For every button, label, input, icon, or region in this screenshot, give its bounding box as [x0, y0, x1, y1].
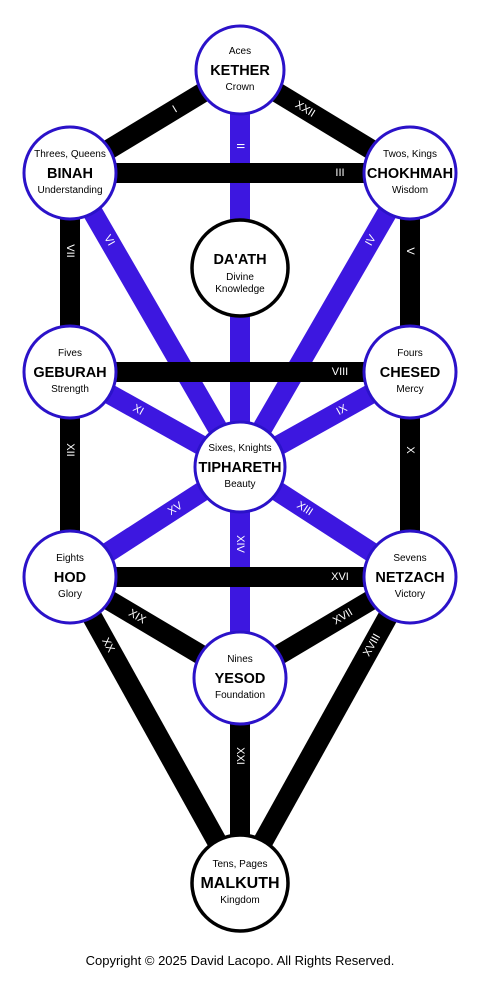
sephirah-meaning: Wisdom — [392, 185, 428, 196]
sephirah-meaning: Glory — [58, 589, 82, 600]
sephirah-circle — [190, 833, 290, 933]
sephirah-circle — [362, 324, 458, 420]
path-label: XI — [131, 402, 146, 418]
path-bar — [61, 572, 249, 888]
sephirah-correspondence: Nines — [227, 654, 253, 665]
path-label: XIV — [234, 535, 246, 553]
sephirah-meaning: Strength — [51, 384, 89, 395]
sephirah-circle — [194, 24, 286, 116]
path-label: VI — [101, 233, 117, 248]
path-vi: VI — [61, 167, 249, 473]
path-label: X — [404, 446, 416, 454]
sephirah-circle — [190, 218, 290, 318]
sephirah-name: CHOKHMAH — [367, 166, 453, 182]
path-label: I — [171, 103, 180, 115]
path-bar — [61, 167, 249, 473]
sephirah-circle — [362, 529, 458, 625]
path-viii: VIII — [70, 362, 410, 382]
sephirah-meaning: Beauty — [224, 479, 255, 490]
path-xx: XX — [61, 572, 249, 888]
sephirah-circle — [22, 529, 118, 625]
sephirah-correspondence: Eights — [56, 553, 84, 564]
path-label: XII — [64, 443, 76, 456]
path-bar — [231, 167, 419, 473]
sephirah-correspondence: Tens, Pages — [212, 859, 267, 870]
path-bar — [231, 572, 419, 888]
sephirah-circle — [362, 125, 458, 221]
sephirah-correspondence: Threes, Queens — [34, 149, 106, 160]
path-label: III — [335, 167, 344, 179]
path-label: V — [404, 247, 416, 255]
copyright-notice: Copyright © 2025 David Lacopo. All Right… — [85, 953, 395, 968]
sephirah-name: TIPHARETH — [199, 460, 282, 476]
sephirah-name: YESOD — [215, 671, 266, 687]
path-label: XVI — [331, 571, 349, 583]
sephirah-circle — [192, 630, 288, 726]
sephirah-correspondence: Fives — [58, 348, 82, 359]
path-xviii: XVIII — [231, 572, 419, 888]
path-label: VII — [64, 244, 76, 257]
sephirah-meaning: Victory — [395, 589, 425, 600]
sephirah-meaning: Crown — [226, 82, 255, 93]
path-label: XXI — [234, 747, 246, 765]
sephirah-circle — [22, 324, 118, 420]
sephirah-name: BINAH — [47, 166, 93, 182]
sephirah-name: DA'ATH — [213, 252, 266, 268]
sephirah-correspondence: Twos, Kings — [383, 149, 437, 160]
sephirah-name: HOD — [54, 570, 86, 586]
sephirah-circle — [22, 125, 118, 221]
sephirah-name: GEBURAH — [33, 365, 106, 381]
sephirah-name: KETHER — [210, 63, 270, 79]
path-label: VIII — [332, 366, 349, 378]
sephirah-correspondence: Fours — [397, 348, 423, 359]
path-iii: III — [70, 163, 410, 183]
sephirah-meaning: Foundation — [215, 690, 265, 701]
path-iv: IV — [231, 167, 419, 473]
path-xvi: XVI — [70, 567, 410, 587]
sephirah-circle — [193, 420, 287, 514]
sephirah-meaning: Mercy — [396, 384, 423, 395]
sephirah-correspondence: Sevens — [393, 553, 426, 564]
sephirah-correspondence: Sixes, Knights — [208, 443, 271, 454]
sephirah-name: NETZACH — [375, 570, 444, 586]
sephirah-meaning: Kingdom — [220, 895, 259, 906]
sephirah-correspondence: Aces — [229, 46, 251, 57]
path-label: II — [234, 143, 246, 149]
sephirah-name: MALKUTH — [200, 875, 279, 892]
sephirah-name: CHESED — [380, 365, 440, 381]
sephirah-meaning: Understanding — [37, 185, 102, 196]
